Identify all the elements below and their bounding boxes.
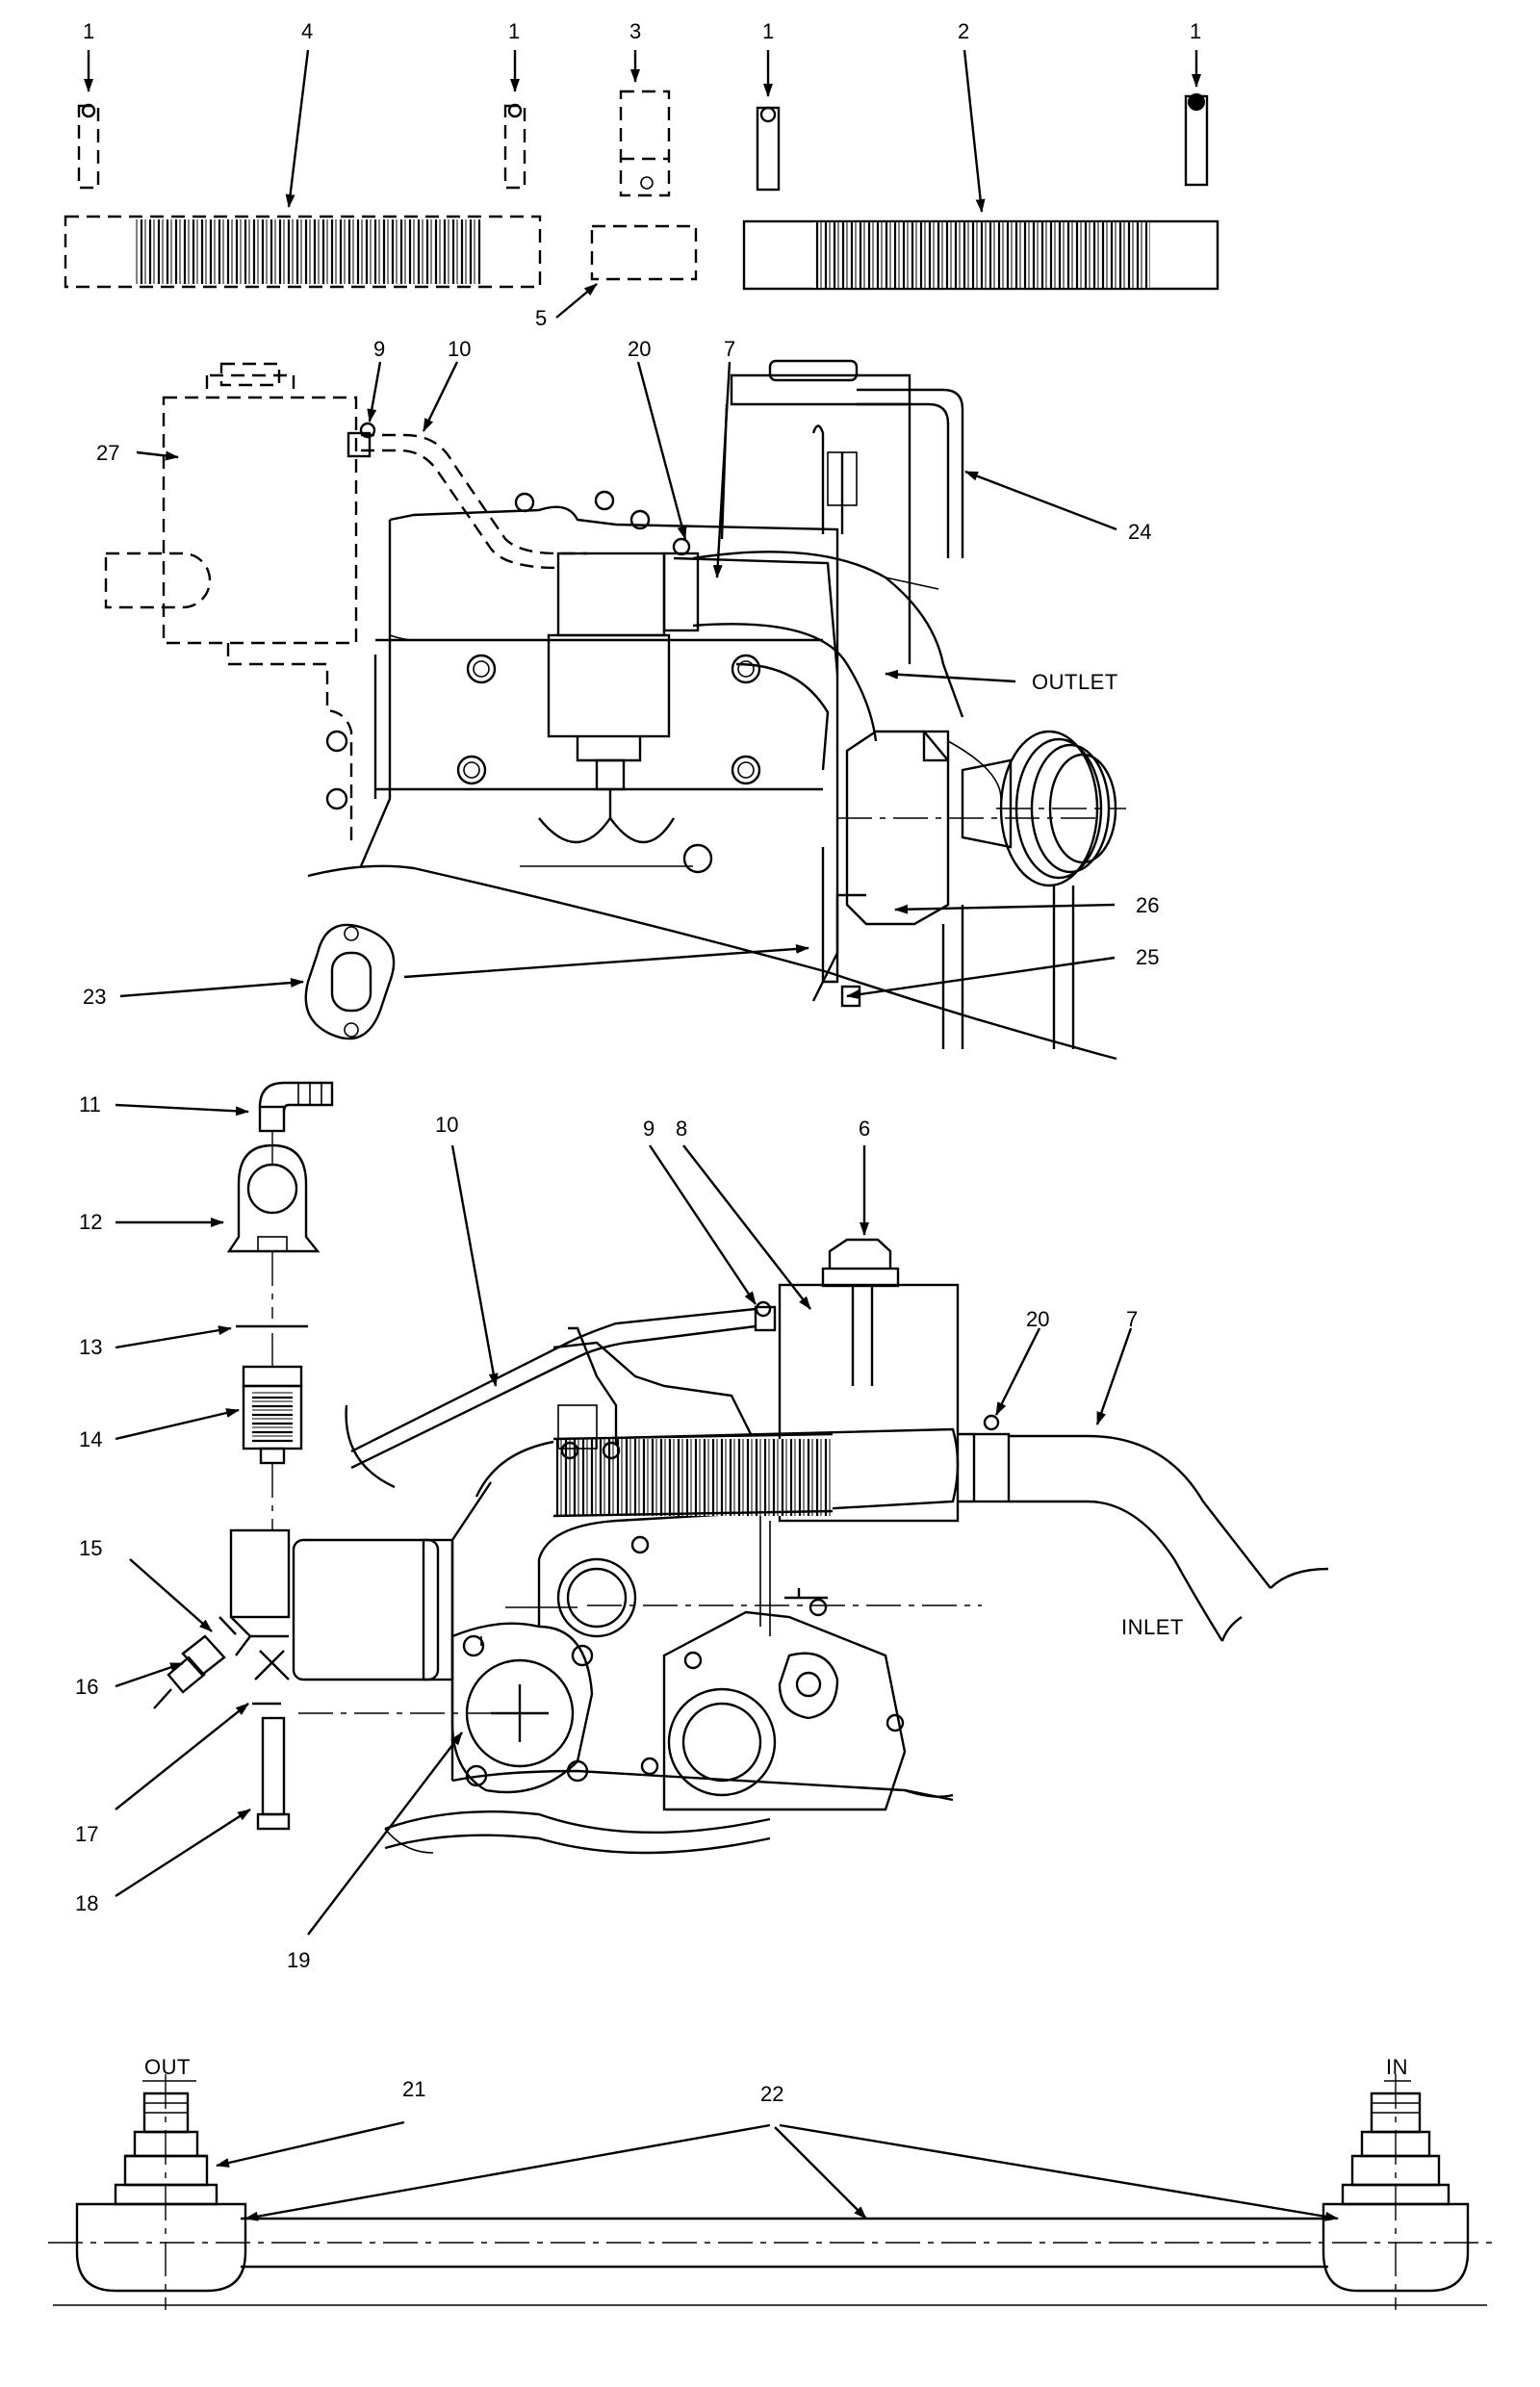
label-outlet: OUTLET: [1032, 670, 1118, 694]
callout-5: 5: [535, 306, 547, 330]
callout-12: 12: [79, 1210, 102, 1234]
corrugated-hose: [475, 1427, 960, 1560]
callout-1b: 1: [508, 19, 520, 43]
hose-clamp-1c: [756, 106, 781, 192]
timing-cover: [640, 1516, 907, 1811]
callout-9b: 9: [643, 1116, 654, 1141]
elbow-fitting-11: [258, 1081, 334, 1133]
thermostat-housing-body: [229, 1528, 454, 1681]
callout-8: 8: [676, 1116, 687, 1141]
callout-17: 17: [75, 1822, 98, 1846]
hose-clamp-1a: [77, 103, 100, 190]
filler-housing-24: [720, 359, 964, 664]
callout-20b: 20: [1026, 1307, 1049, 1331]
heat-exchanger-assembly: [48, 2074, 1492, 2315]
engine-side-view: [104, 359, 1126, 1061]
hose-clamp-20: [972, 1414, 1011, 1503]
hose-clamp-1b: [503, 103, 526, 190]
thermostat-stack: [153, 1081, 334, 1831]
end-cap-left: [75, 2074, 247, 2310]
callout-10a: 10: [448, 337, 471, 361]
callout-10b: 10: [435, 1113, 458, 1137]
callout-15: 15: [79, 1536, 102, 1560]
gasket-23: [304, 923, 396, 1040]
callout-27: 27: [96, 441, 119, 465]
expansion-tank-27: [104, 362, 358, 847]
callout-19: 19: [287, 1948, 310, 1972]
callout-22: 22: [760, 2082, 783, 2106]
thermostat-14: [242, 1365, 303, 1465]
vent-hose-10: [350, 1307, 757, 1470]
head-bolts: [325, 490, 761, 874]
engine-front-view: [229, 1238, 1329, 1855]
callout-4: 4: [301, 19, 313, 43]
label-inlet: INLET: [1121, 1615, 1184, 1639]
callout-7a: 7: [724, 337, 735, 361]
vent-hose-10-dashed: [361, 433, 587, 555]
callout-13: 13: [79, 1335, 102, 1359]
callout-24: 24: [1128, 520, 1151, 544]
callout-6: 6: [859, 1116, 870, 1141]
callout-1d: 1: [1190, 19, 1201, 43]
inlet-hose-7: [958, 1432, 1271, 1642]
callout-2: 2: [958, 19, 969, 43]
expansion-tank-8: [778, 1238, 960, 1523]
pulley: [996, 730, 1126, 887]
callout-25: 25: [1136, 945, 1159, 969]
callout-1c: 1: [762, 19, 774, 43]
callout-14: 14: [79, 1427, 102, 1451]
hose-clamps-row: [64, 90, 1219, 291]
coupling-part-3: [619, 90, 671, 197]
thermostat-housing-12: [226, 1143, 321, 1253]
callout-11: 11: [79, 1092, 101, 1116]
callout-9a: 9: [373, 337, 385, 361]
callout-1a: 1: [83, 19, 94, 43]
callout-16: 16: [75, 1675, 98, 1699]
callout-18: 18: [75, 1891, 98, 1915]
label-in: IN: [1386, 2055, 1408, 2079]
flexible-hose-2: [742, 219, 1219, 291]
callout-labels: 1 4 1 3 1 2 1 5 9 10 20 7 27 24 OUTLET 2…: [75, 19, 1411, 2106]
end-cap-right: [1322, 2074, 1470, 2310]
temperature-sender-16: [153, 1616, 237, 1709]
callout-3: 3: [629, 19, 641, 43]
leader-arrows: [84, 49, 1339, 2221]
water-pump-19: [450, 1606, 594, 1794]
callout-23: 23: [83, 985, 106, 1009]
hose-clamp-1d: [1184, 93, 1209, 187]
coupling-part-5: [590, 224, 698, 281]
flexible-hose-4: [64, 215, 542, 289]
callout-26: 26: [1136, 893, 1159, 917]
bolt-18: [256, 1716, 291, 1831]
callout-20a: 20: [628, 337, 651, 361]
callout-21: 21: [402, 2077, 425, 2101]
label-out: OUT: [144, 2055, 191, 2079]
callout-7b: 7: [1126, 1307, 1138, 1331]
outlet-hose-7: [692, 551, 964, 742]
